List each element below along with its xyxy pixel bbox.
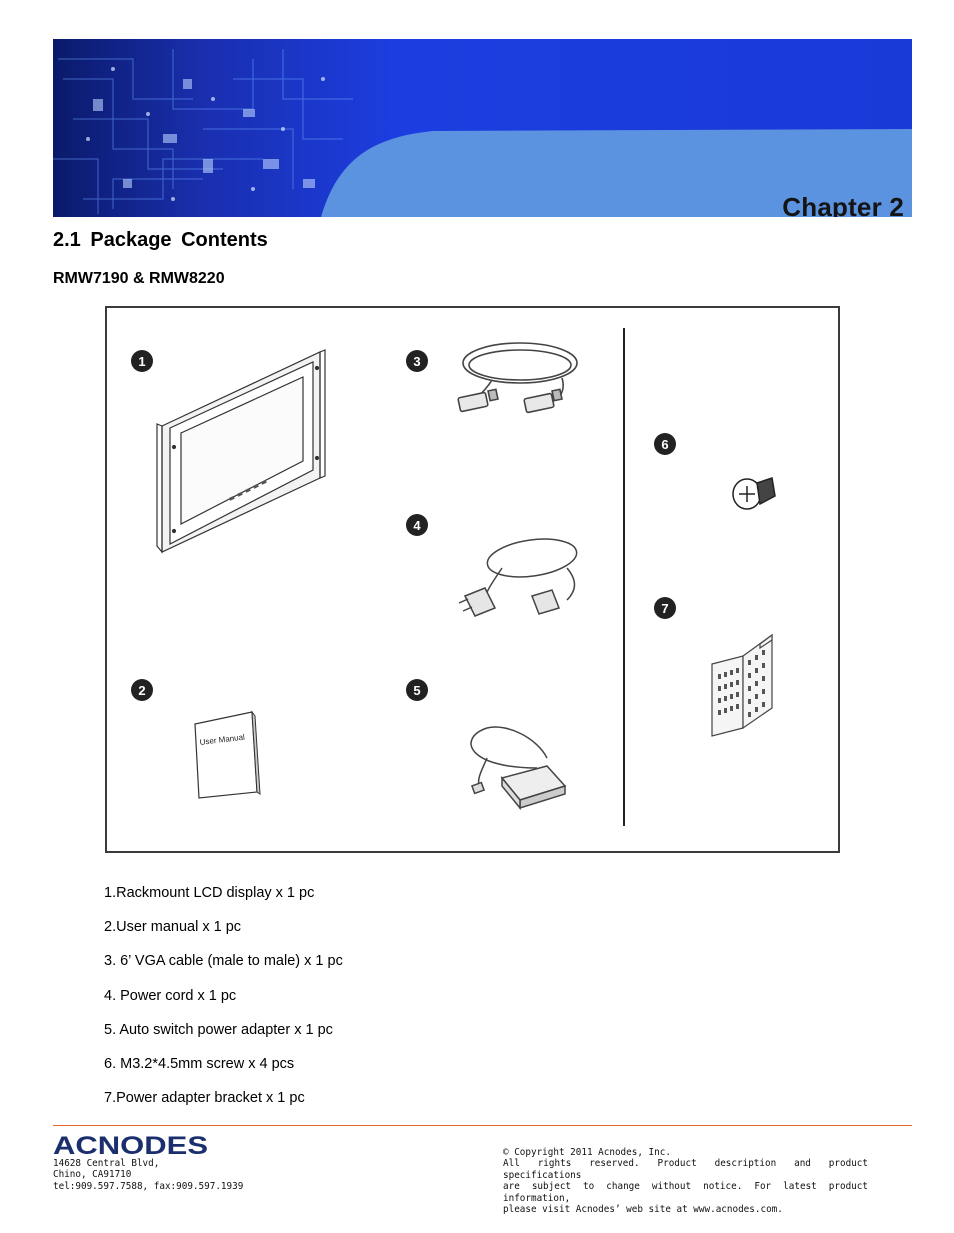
address-line: Chino, CA91710 xyxy=(53,1169,132,1181)
adapter-bracket-illustration xyxy=(711,633,773,737)
svg-text:ACNODES: ACNODES xyxy=(53,1132,208,1157)
list-item: 7.Power adapter bracket x 1 pc xyxy=(104,1090,305,1107)
badge-1: 1 xyxy=(131,350,153,372)
rackmount-lcd-illustration xyxy=(156,349,326,554)
svg-text:3: 3 xyxy=(413,354,420,369)
package-contents-figure: 1 2 3 4 5 6 7 xyxy=(105,306,840,853)
power-adapter-illustration xyxy=(470,726,567,811)
model-names: RMW7190 & RMW8220 xyxy=(53,270,225,287)
screw-illustration xyxy=(732,477,776,510)
copyright-line: please visit Acnodes’ web site at www.ac… xyxy=(503,1204,783,1216)
badge-4: 4 xyxy=(406,514,428,536)
copyright-notice: © Copyright 2011 Acnodes, Inc. All right… xyxy=(503,1147,868,1215)
svg-text:6: 6 xyxy=(661,437,668,452)
package-contents-list: 1.Rackmount LCD display x 1 pc 2.User ma… xyxy=(104,884,343,1123)
copyright-line: All rights reserved. Product description… xyxy=(503,1158,868,1181)
acnodes-logo: ACNODES xyxy=(53,1132,208,1157)
footer-divider xyxy=(53,1125,912,1126)
badge-5: 5 xyxy=(406,679,428,701)
badge-6: 6 xyxy=(654,433,676,455)
svg-text:1: 1 xyxy=(138,354,145,369)
company-address: 14628 Central Blvd, Chino, CA91710 tel:9… xyxy=(53,1158,243,1192)
badge-7: 7 xyxy=(654,597,676,619)
vga-cable-illustration xyxy=(457,342,578,414)
svg-text:7: 7 xyxy=(661,601,668,616)
user-manual-illustration: User Manual xyxy=(194,710,261,799)
contact-line: tel:909.597.7588, fax:909.597.1939 xyxy=(53,1180,244,1192)
circuit-board-image xyxy=(53,39,912,217)
list-item: 4. Power cord x 1 pc xyxy=(104,987,237,1004)
copyright-line: © Copyright 2011 Acnodes, Inc. xyxy=(503,1147,671,1158)
svg-text:2: 2 xyxy=(138,683,145,698)
badge-3: 3 xyxy=(406,350,428,372)
list-item: 6. M3.2*4.5mm screw x 4 pcs xyxy=(104,1055,295,1072)
list-item: 5. Auto switch power adapter x 1 pc xyxy=(104,1021,333,1038)
copyright-line: are subject to change without notice. Fo… xyxy=(503,1181,868,1204)
svg-text:5: 5 xyxy=(413,683,420,698)
list-item: 3. 6’ VGA cable (male to male) x 1 pc xyxy=(104,953,343,970)
chapter-banner: Chapter 2 xyxy=(53,39,912,217)
power-cord-illustration xyxy=(458,538,578,617)
address-line: 14628 Central Blvd, xyxy=(53,1158,160,1169)
chapter-label: Chapter 2 xyxy=(782,192,904,217)
list-item: 2.User manual x 1 pc xyxy=(104,919,242,936)
svg-text:4: 4 xyxy=(413,518,421,533)
list-item: 1.Rackmount LCD display x 1 pc xyxy=(104,885,315,901)
section-title: 2.1 Package Contents xyxy=(53,229,268,251)
badge-2: 2 xyxy=(131,679,153,701)
